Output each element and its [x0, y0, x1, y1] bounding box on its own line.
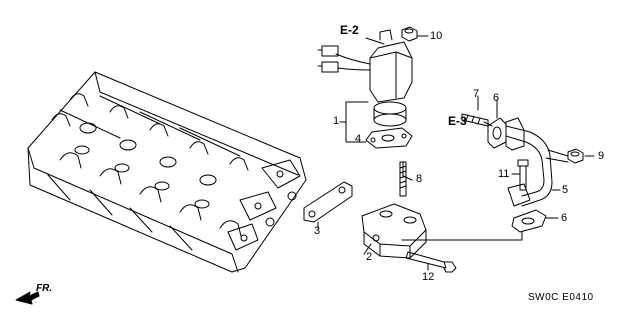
- callout-10: 10: [430, 30, 443, 42]
- diagram-code: SW0C E0410: [528, 292, 594, 303]
- callout-4: 4: [355, 133, 362, 145]
- callout-12: 12: [422, 271, 435, 283]
- reference-e2: E-2: [340, 23, 359, 37]
- callout-8: 8: [416, 173, 423, 185]
- gasket-6-upper: [487, 117, 507, 149]
- egr-bracket: [361, 203, 427, 259]
- reference-e3: E-3: [448, 114, 467, 128]
- callout-3: 3: [314, 225, 321, 237]
- egr-pipe: [505, 117, 569, 207]
- nut-10: [401, 26, 418, 42]
- callout-11: 11: [498, 168, 510, 180]
- callout-9: 9: [598, 150, 605, 162]
- gasket-3: [303, 181, 353, 223]
- egr-valve: [317, 29, 413, 127]
- front-direction-label: FR.: [36, 283, 53, 294]
- cylinder-head: [27, 71, 307, 273]
- bolt-11: [517, 159, 529, 191]
- bolt-12: [405, 251, 457, 273]
- callout-6-lower: 6: [561, 212, 568, 224]
- callout-2: 2: [366, 251, 373, 263]
- callout-5: 5: [562, 184, 569, 196]
- leader-lines: [317, 35, 595, 271]
- callout-1: 1: [333, 115, 340, 127]
- gasket-6-lower: [511, 209, 547, 233]
- front-arrow: [15, 291, 40, 305]
- callout-7: 7: [473, 88, 480, 100]
- nut-9: [567, 148, 584, 164]
- gasket-4: [365, 127, 413, 149]
- callout-6-upper: 6: [493, 92, 500, 104]
